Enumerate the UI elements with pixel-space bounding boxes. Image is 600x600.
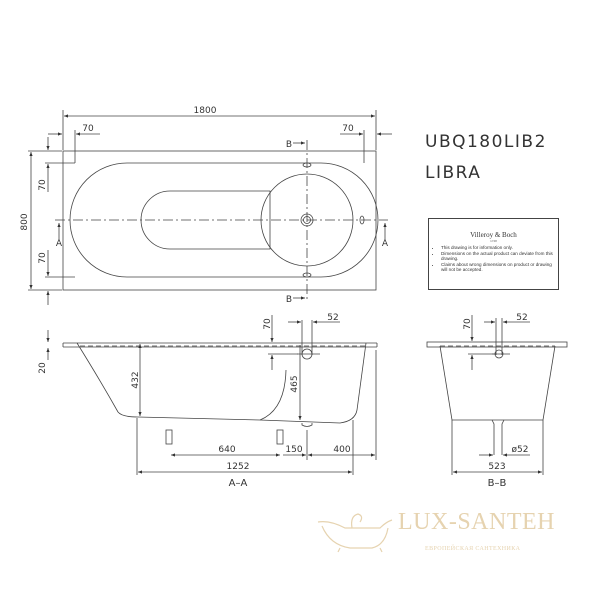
- dim-640: 640: [218, 445, 235, 455]
- disclaimer-item: This drawing is for information only.: [441, 245, 554, 251]
- dim-465: 465: [290, 375, 300, 392]
- section-bb: [426, 315, 568, 475]
- dim-1800: 1800: [194, 106, 217, 116]
- plan-view: [28, 110, 392, 305]
- dim-70-left: 70: [82, 124, 94, 134]
- dim-432: 432: [131, 371, 141, 388]
- dim-52-bb: 52: [516, 313, 527, 323]
- watermark-name: LUX-SANTEH: [398, 509, 555, 535]
- section-a-right: A: [382, 239, 389, 249]
- dim-150: 150: [285, 445, 302, 455]
- watermark-tagline: ЕВРОПЕЙСКАЯ САНТЕХНИКА: [425, 546, 521, 552]
- brand-established: 1748: [490, 239, 497, 243]
- inner-oval: [69, 162, 379, 278]
- dim-52-aa: 52: [327, 313, 338, 323]
- dim-70-right: 70: [342, 124, 354, 134]
- outer-rim: [62, 150, 377, 291]
- dim-20: 20: [38, 362, 48, 374]
- inner-recess: [140, 190, 271, 250]
- disclaimer-list: This drawing is for information only. Di…: [433, 245, 554, 273]
- dim-1252: 1252: [227, 462, 250, 472]
- dim-400: 400: [333, 445, 350, 455]
- dim-523: 523: [488, 462, 505, 472]
- section-a-left: A: [56, 239, 63, 249]
- dim-70-top: 70: [38, 179, 48, 191]
- model-name: LIBRA: [425, 163, 482, 183]
- section-aa-label: A–A: [229, 478, 248, 489]
- dim-70-bottom: 70: [38, 252, 48, 264]
- dim-800: 800: [20, 213, 30, 230]
- brand-name: Villeroy & Boch: [470, 231, 517, 239]
- disclaimer-item: Dimensions on the actual product can dev…: [441, 251, 554, 262]
- model-code: UBQ180LIB2: [425, 132, 547, 152]
- disclaimer-item: Claims about wrong dimensions on product…: [441, 262, 554, 273]
- dim-70-aa: 70: [263, 318, 273, 330]
- section-b-bottom: B: [286, 295, 292, 305]
- dimension-labels: 1800 70 70 800 70 70 A A B B 20 432 70 5…: [20, 106, 528, 489]
- dim-drain-diameter: ø52: [512, 445, 529, 455]
- section-aa: [46, 315, 378, 475]
- section-bb-label: B–B: [488, 478, 507, 489]
- section-b-top: B: [286, 140, 292, 150]
- bathtub-logo-icon: [317, 513, 393, 553]
- disclaimer-box: Villeroy & Boch 1748 This drawing is for…: [428, 218, 559, 290]
- dim-70-bb: 70: [463, 318, 473, 330]
